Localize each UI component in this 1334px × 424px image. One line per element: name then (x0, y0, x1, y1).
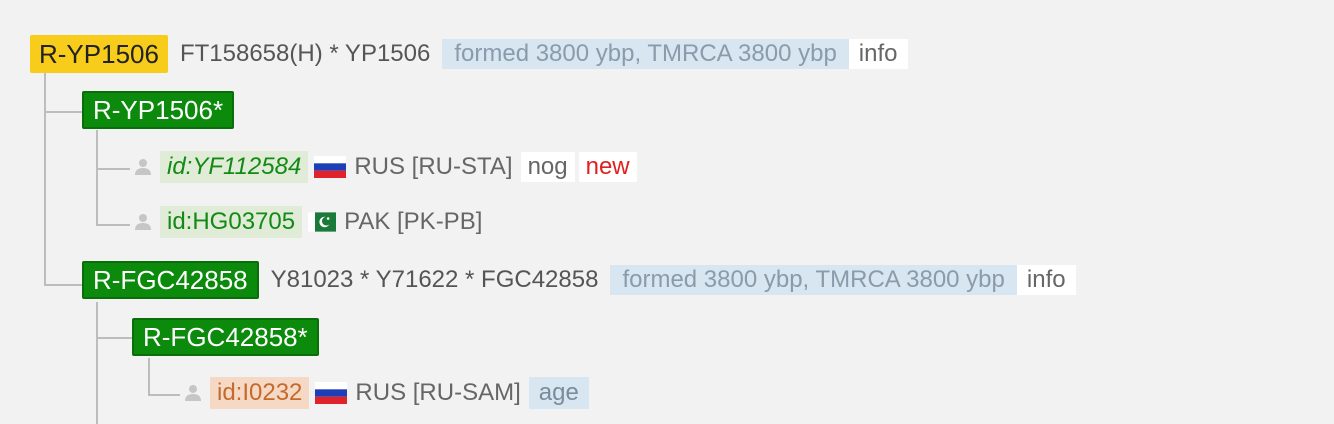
new-badge: new (578, 152, 637, 182)
child2-info-link[interactable]: info (1016, 265, 1076, 295)
child1-node-row: R-YP1506* (82, 90, 235, 130)
haplogroup-node-sub[interactable]: R-FGC42858* (132, 318, 319, 356)
haplogroup-node-child2[interactable]: R-FGC42858 (82, 261, 259, 299)
russia-flag-icon (314, 156, 347, 178)
sample-country: PAK [PK-PB] (344, 208, 483, 235)
child2-formed-age: formed 3800 ybp, TMRCA 3800 ybp (610, 265, 1017, 295)
root-node-row: R-YP1506 FT158658(H) * YP1506 formed 380… (30, 34, 908, 74)
root-formed-age: formed 3800 ybp, TMRCA 3800 ybp (442, 39, 849, 69)
sample-row: id:HG03705 PAK [PK-PB] (132, 202, 482, 242)
root-info-link[interactable]: info (848, 39, 908, 69)
sample-row: id:I0232 RUS [RU-SAM] age (182, 373, 589, 413)
haplogroup-node-root[interactable]: R-YP1506 (30, 35, 168, 73)
sample-row: id:YF112584 RUS [RU-STA] nog new (132, 147, 637, 187)
sample-country: RUS [RU-STA] (354, 153, 513, 180)
person-icon (185, 385, 201, 401)
sample-id[interactable]: id:YF112584 (160, 151, 309, 183)
sample-tag: nog (520, 152, 575, 182)
age-badge: age (528, 377, 589, 409)
root-snps: FT158658(H) * YP1506 (179, 40, 431, 67)
haplogroup-node-child1[interactable]: R-YP1506* (82, 91, 235, 129)
sample-id[interactable]: id:I0232 (210, 377, 310, 409)
russia-flag-icon (315, 382, 348, 404)
person-icon (135, 214, 151, 230)
sample-id[interactable]: id:HG03705 (160, 206, 303, 238)
person-icon (135, 159, 151, 175)
sample-country: RUS [RU-SAM] (355, 379, 521, 406)
child2-snps: Y81023 * Y71622 * FGC42858 (270, 266, 599, 293)
pakistan-flag-icon (308, 212, 337, 232)
child2-node-row: R-FGC42858 Y81023 * Y71622 * FGC42858 fo… (82, 260, 1076, 300)
subnode-row: R-FGC42858* (132, 317, 319, 357)
